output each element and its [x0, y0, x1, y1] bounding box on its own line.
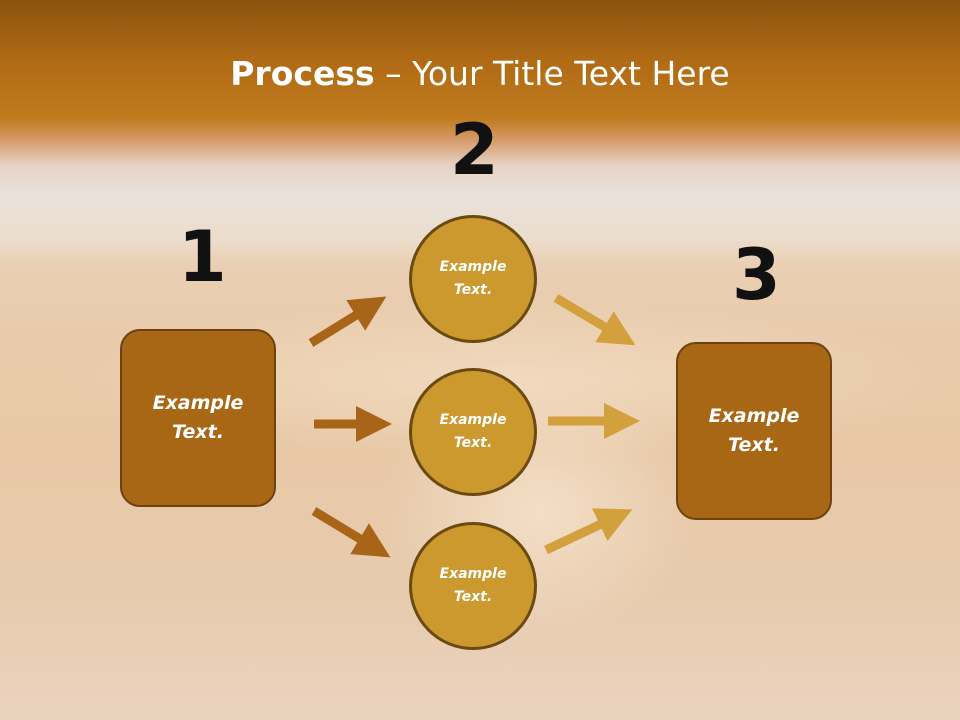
step-2-text: Example Text.	[439, 566, 507, 605]
step-2-circle-top: Example Text.	[409, 215, 537, 343]
step-1-box: Example Text.	[120, 329, 276, 507]
title-rest: – Your Title Text Here	[374, 54, 730, 93]
step-number-3: 3	[732, 234, 781, 316]
step-3-box: Example Text.	[676, 342, 832, 520]
step-number-1: 1	[178, 216, 227, 298]
step-2-text: Example Text.	[439, 259, 507, 298]
arrow-1-to-2-bottom	[311, 507, 391, 558]
step-1-text: Example Text.	[152, 392, 244, 443]
step-2-text: Example Text.	[439, 412, 507, 451]
arrow-2-top-to-3	[553, 294, 636, 346]
step-2-circle-middle: Example Text.	[409, 368, 537, 496]
title-bold: Process	[230, 54, 375, 93]
step-3-text: Example Text.	[708, 405, 800, 456]
step-number-2: 2	[450, 109, 499, 191]
step-2-circle-bottom: Example Text.	[409, 522, 537, 650]
slide-title: Process – Your Title Text Here	[0, 52, 960, 96]
arrow-2-bottom-to-3	[544, 508, 633, 555]
arrow-1-to-2-top	[308, 296, 387, 347]
